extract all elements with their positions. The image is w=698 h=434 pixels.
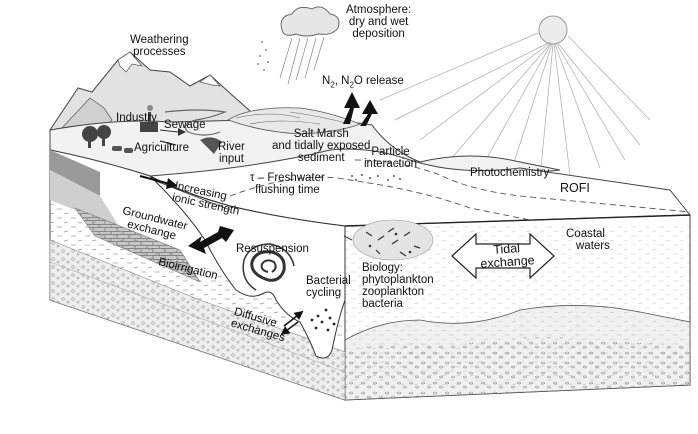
- label-n2-release: N2, N2O release: [322, 75, 404, 91]
- sun-icon: [379, 15, 651, 179]
- gas-release-arrows-icon: [343, 92, 378, 126]
- label-agriculture: Agriculture: [134, 142, 189, 154]
- label-saltmarsh-line2: and tidally exposed: [272, 140, 371, 152]
- particle-interaction-dots: [351, 174, 401, 181]
- label-industry: Industry: [116, 112, 157, 124]
- ionic-strength-arrow: [139, 175, 178, 189]
- label-coastal-line2: waters: [576, 240, 610, 252]
- label-particle-line1: Particle: [371, 146, 410, 158]
- label-particle-interaction: Particle interaction: [364, 146, 417, 170]
- label-river-input: River input: [218, 141, 245, 165]
- sewage-pipe-icon: [159, 128, 186, 136]
- label-particle-line2: interaction: [364, 158, 418, 170]
- factory-icon: [140, 105, 158, 132]
- rain-cloud-icon: [257, 6, 340, 85]
- label-atmosphere-line2: dry and wet: [348, 16, 409, 28]
- label-weathering-line1: Weathering: [130, 34, 189, 46]
- label-n2-sub2: 2: [349, 80, 354, 90]
- bacteria-dots: [310, 308, 336, 332]
- label-n2-a: N: [322, 75, 331, 87]
- label-biology-line1: Biology:: [362, 262, 403, 274]
- label-atmosphere-line1: Atmosphere:: [346, 4, 412, 16]
- label-flushing-line2: flushing time: [255, 184, 320, 196]
- label-bacterial-cycling: Bacterial cycling: [306, 275, 351, 299]
- agriculture-arrow: [159, 140, 177, 146]
- label-atmosphere: Atmosphere: dry and wet deposition: [346, 4, 411, 40]
- label-flushing-line1: τ – Freshwater: [250, 172, 325, 184]
- trees-icon: [82, 125, 111, 148]
- label-coastal-waters: Coastal waters: [566, 228, 610, 252]
- sediment-layers: [49, 149, 346, 401]
- label-n2-e: O release: [353, 75, 404, 87]
- resuspension-swirl-icon: [242, 243, 295, 291]
- label-atmosphere-line3: deposition: [352, 28, 405, 40]
- label-n2-c: , N: [334, 75, 350, 87]
- label-saltmarsh-line3: sediment: [297, 152, 345, 164]
- label-saltmarsh-line1: Salt Marsh: [293, 128, 349, 140]
- cattle-icon: [112, 146, 133, 153]
- label-coastal-line1: Coastal: [566, 228, 605, 240]
- river-channel: [164, 109, 228, 136]
- plankton-icon: [352, 219, 434, 261]
- label-rofi: ROFI: [560, 181, 590, 195]
- tidal-exchange-arrow-icon: [451, 232, 555, 280]
- diffusive-arrows-icon: [280, 310, 304, 336]
- label-biology-line3: zooplankton: [362, 286, 425, 298]
- label-biology: Biology: phytoplankton zooplankton bacte…: [362, 262, 434, 310]
- label-n2-sub1: 2: [330, 80, 335, 90]
- label-biology-line2: phytoplankton: [362, 274, 434, 286]
- label-resuspension: Resuspension: [236, 243, 309, 255]
- groundwater-arrow-icon: [188, 226, 234, 254]
- label-bacterial-line1: Bacterial: [306, 275, 351, 287]
- label-sewage: Sewage: [164, 119, 206, 131]
- label-river-line1: River: [218, 141, 245, 153]
- label-tidal-exchange: Tidal exchange: [479, 241, 535, 271]
- label-salt-marsh: Salt Marsh and tidally exposed sediment: [272, 128, 370, 164]
- label-photochemistry: Photochemistry: [470, 167, 550, 179]
- label-weathering-line2: processes: [133, 46, 186, 58]
- label-river-line2: input: [218, 153, 244, 165]
- label-flushing-time: τ – Freshwater flushing time: [250, 172, 325, 196]
- label-bacterial-line2: cycling: [306, 287, 342, 299]
- label-weathering: Weathering processes: [130, 34, 189, 58]
- label-biology-line4: bacteria: [362, 298, 403, 310]
